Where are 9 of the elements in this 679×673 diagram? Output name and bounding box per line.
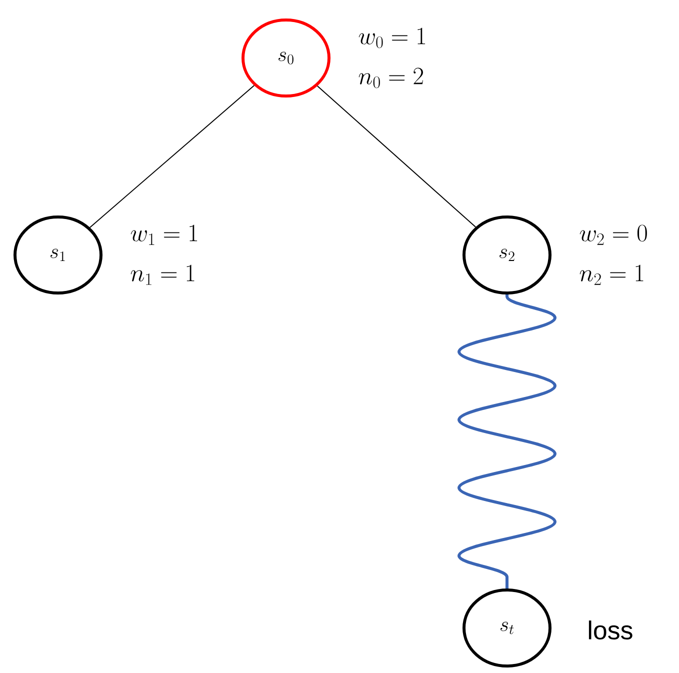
node-annotation: $n_2 = 1$ xyxy=(580,264,644,285)
node-annotation: $w_2 = 0$ xyxy=(580,224,647,245)
node-annotation: $n_0 = 2$ xyxy=(358,68,423,88)
node-annotation: loss xyxy=(588,620,632,640)
connector xyxy=(316,86,476,228)
node-annotation: $w_0 = 1$ xyxy=(358,28,426,48)
connector xyxy=(89,85,255,228)
node-annotation: $n_1 = 1$ xyxy=(130,264,194,285)
node-annotation: $w_1 = 1$ xyxy=(130,224,198,245)
